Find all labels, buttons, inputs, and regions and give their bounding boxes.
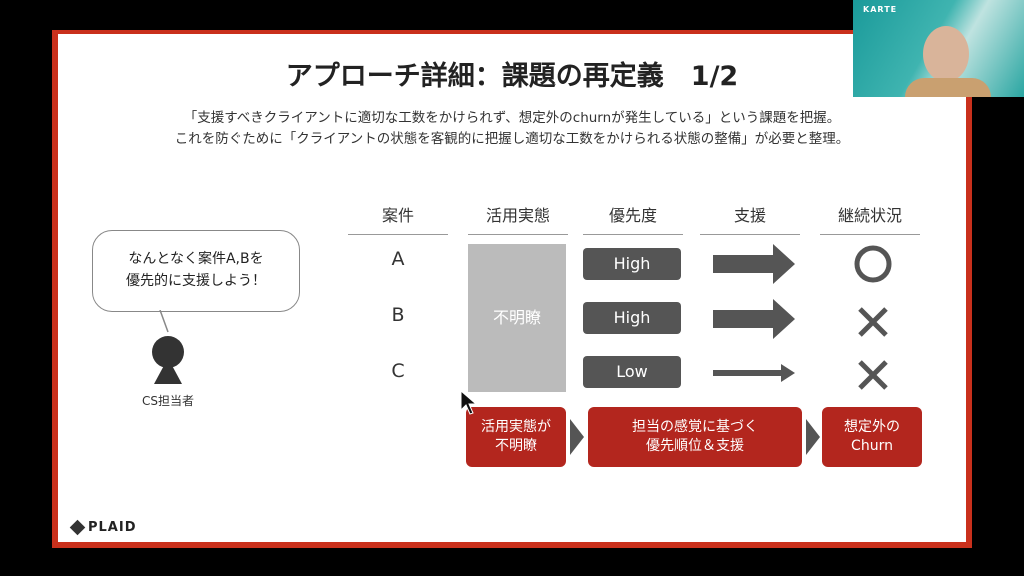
- subtitle-line: 「支援すべきクライアントに適切な工数をかけられず、想定外のchurnが発生してい…: [183, 110, 841, 126]
- support-arrows: [713, 244, 795, 382]
- usage-unclear-box: 不明瞭: [468, 244, 566, 392]
- arrow-icon: [713, 364, 795, 382]
- speaker-face: [923, 26, 969, 82]
- person-icon: [152, 310, 184, 384]
- slide-subtitle: 「支援すべきクライアントに適切な工数をかけられず、想定外のchurnが発生してい…: [58, 108, 966, 150]
- arrow-icon: [713, 299, 795, 339]
- priority-badge: Low: [583, 356, 681, 388]
- cross-icon: [858, 360, 888, 390]
- cross-icon: [858, 307, 888, 337]
- header-case: 案件: [348, 202, 448, 235]
- status-icons: [854, 245, 892, 390]
- flow-step: 活用実態が 不明瞭: [466, 407, 566, 467]
- speech-bubble: なんとなく案件A,Bを 優先的に支援しよう！: [92, 230, 300, 312]
- header-continuation: 継続状況: [820, 202, 920, 235]
- subtitle-line: これを防ぐために「クライアントの状態を客観的に把握し適切な工数をかけられる状態の…: [174, 131, 850, 147]
- bubble-text: なんとなく案件A,Bを: [128, 251, 264, 267]
- header-usage: 活用実態: [468, 202, 568, 235]
- logo-text: PLAID: [88, 520, 137, 535]
- webcam-feed: KARTE: [853, 0, 1024, 97]
- case-label: A: [391, 248, 405, 270]
- priority-badge: High: [583, 302, 681, 334]
- bubble-text: 優先的に支援しよう！: [126, 273, 266, 289]
- case-label: C: [391, 360, 405, 382]
- circle-icon: [854, 245, 892, 283]
- karte-logo: KARTE: [863, 5, 898, 14]
- flow-step: 想定外の Churn: [822, 407, 922, 467]
- header-priority: 優先度: [583, 202, 683, 235]
- slide: アプローチ詳細：課題の再定義 1/2 「支援すべきクライアントに適切な工数をかけ…: [52, 30, 972, 548]
- priority-badge: High: [583, 248, 681, 280]
- speaker-body: [905, 78, 991, 97]
- chevron-right-icon: [570, 419, 584, 455]
- header-support: 支援: [700, 202, 800, 235]
- slide-title: アプローチ詳細：課題の再定義 1/2: [285, 61, 739, 92]
- mouse-cursor-icon: [460, 390, 478, 415]
- person-label: CS担当者: [142, 394, 194, 408]
- arrow-icon: [713, 244, 795, 284]
- plaid-logo-icon: [69, 519, 86, 536]
- case-label: B: [391, 304, 405, 326]
- flow-step: 担当の感覚に基づく 優先順位＆支援: [588, 407, 802, 467]
- plaid-logo: PLAID: [69, 519, 137, 536]
- chevron-right-icon: [806, 419, 820, 455]
